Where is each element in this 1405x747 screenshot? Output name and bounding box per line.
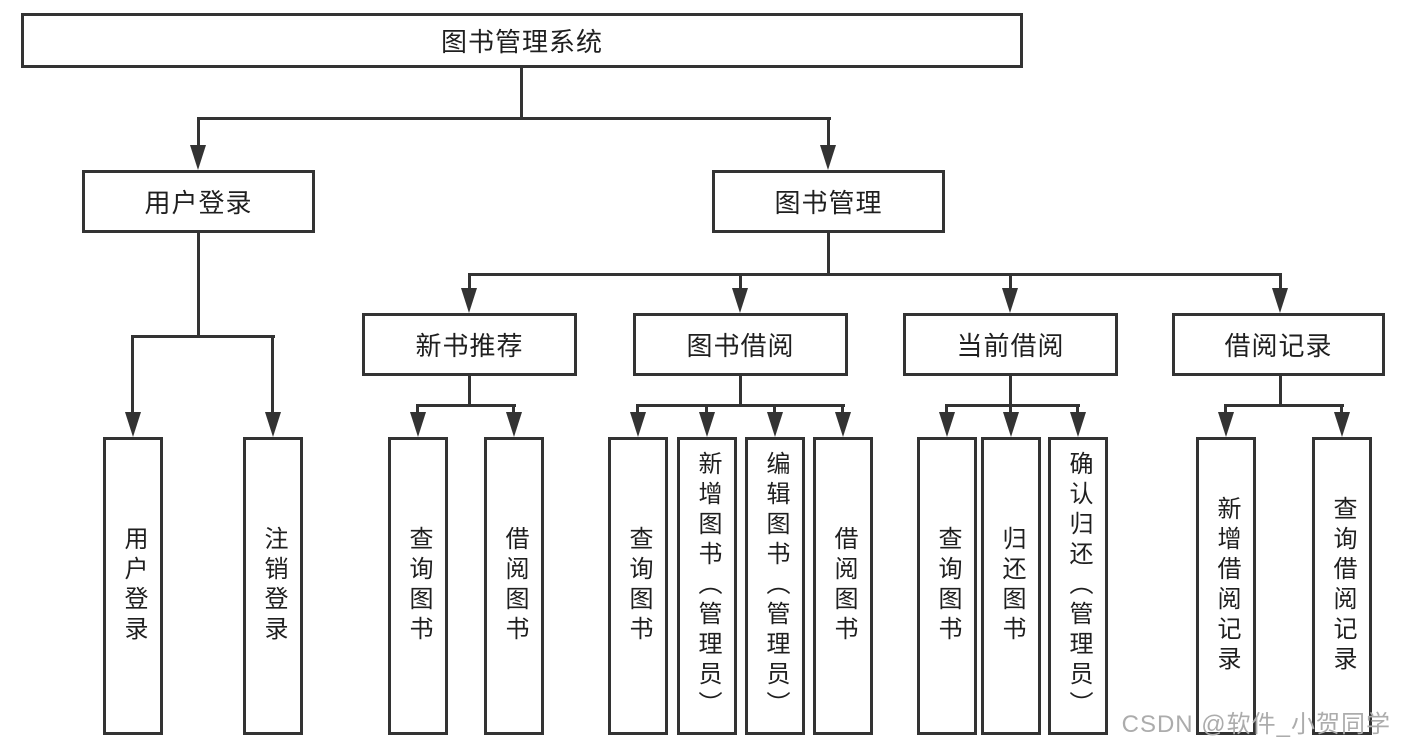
connector-line [739,273,742,291]
leaf-borrow-add-books-admin: 新增图书（管理员） [677,437,737,735]
leaf-borrow-borrow-books-label: 借阅图书 [830,526,857,646]
leaf-current-return-books-label: 归还图书 [998,526,1025,646]
arrow-down-icon [767,412,783,437]
connector-line [271,335,274,414]
connector-line [416,404,419,416]
node-user-login: 用户登录 [82,170,315,233]
arrow-down-icon [1070,412,1086,437]
arrow-down-icon [732,288,748,313]
arrow-down-icon [1002,288,1018,313]
connector-line [197,117,831,120]
connector-line [841,404,844,416]
connector-line [636,404,845,407]
arrow-down-icon [410,412,426,437]
node-new-book-recommend-label: 新书推荐 [415,331,524,361]
csdn-watermark: CSDN @软件_小贺同学 [1121,711,1391,738]
leaf-current-confirm-return-admin-label: 确认归还（管理员） [1065,451,1092,721]
leaf-newbook-query-books: 查询图书 [388,437,448,735]
leaf-records-add-record-label: 新增借阅记录 [1213,496,1240,676]
connector-line [512,404,515,416]
node-new-book-recommend: 新书推荐 [362,313,577,376]
leaf-logout: 注销登录 [243,437,303,735]
leaf-newbook-borrow-books: 借阅图书 [484,437,544,735]
connector-line [1009,404,1012,416]
leaf-current-return-books: 归还图书 [981,437,1041,735]
connector-line [468,273,1282,276]
node-library-system: 图书管理系统 [21,13,1023,68]
leaf-newbook-borrow-books-label: 借阅图书 [501,526,528,646]
connector-line [827,233,830,275]
node-borrow-records-label: 借阅记录 [1224,331,1333,361]
connector-line [416,404,516,407]
leaf-logout-label: 注销登录 [260,526,287,646]
arrow-down-icon [939,412,955,437]
connector-line [739,376,742,407]
leaf-current-query-books-label: 查询图书 [934,526,961,646]
arrow-down-icon [630,412,646,437]
arrow-down-icon [699,412,715,437]
leaf-current-query-books: 查询图书 [917,437,977,735]
arrow-down-icon [506,412,522,437]
leaf-user-login: 用户登录 [103,437,163,735]
connector-line [468,376,471,407]
arrow-down-icon [835,412,851,437]
connector-line [131,335,275,338]
node-book-management-label: 图书管理 [774,188,883,218]
leaf-newbook-query-books-label: 查询图书 [405,526,432,646]
leaf-borrow-borrow-books: 借阅图书 [813,437,873,735]
node-borrow-records: 借阅记录 [1172,313,1385,376]
leaf-borrow-add-books-admin-label: 新增图书（管理员） [694,451,721,721]
arrow-down-icon [265,412,281,437]
node-user-login-label: 用户登录 [144,188,253,218]
leaf-records-add-record: 新增借阅记录 [1196,437,1256,735]
connector-line [468,273,471,291]
connector-line [1009,273,1012,291]
connector-line [1279,273,1282,291]
arrow-down-icon [820,145,836,170]
connector-line [1076,404,1079,416]
node-current-borrow-label: 当前借阅 [956,331,1065,361]
arrow-down-icon [1218,412,1234,437]
arrow-down-icon [1272,288,1288,313]
arrow-down-icon [1003,412,1019,437]
arrow-down-icon [461,288,477,313]
connector-line [773,404,776,416]
connector-line [1224,404,1344,407]
connector-line [197,233,200,337]
node-book-management: 图书管理 [712,170,945,233]
leaf-borrow-query-books-label: 查询图书 [625,526,652,646]
connector-line [197,117,200,147]
arrow-down-icon [125,412,141,437]
connector-line [945,404,1080,407]
connector-line [1009,376,1012,407]
leaf-user-login-label: 用户登录 [120,526,147,646]
node-book-borrow: 图书借阅 [633,313,848,376]
leaf-current-confirm-return-admin: 确认归还（管理员） [1048,437,1108,735]
connector-line [636,404,639,416]
connector-line [827,117,830,147]
connector-line [1340,404,1343,416]
arrow-down-icon [1334,412,1350,437]
connector-line [1224,404,1227,416]
leaf-borrow-edit-books-admin-label: 编辑图书（管理员） [762,451,789,721]
leaf-borrow-query-books: 查询图书 [608,437,668,735]
leaf-borrow-edit-books-admin: 编辑图书（管理员） [745,437,805,735]
leaf-records-query-record-label: 查询借阅记录 [1329,496,1356,676]
connector-line [945,404,948,416]
connector-line [705,404,708,416]
node-current-borrow: 当前借阅 [903,313,1118,376]
node-library-system-label: 图书管理系统 [440,27,603,57]
connector-line [1279,376,1282,407]
connector-line [520,68,523,120]
arrow-down-icon [190,145,206,170]
connector-line [131,335,134,414]
node-book-borrow-label: 图书借阅 [686,331,795,361]
leaf-records-query-record: 查询借阅记录 [1312,437,1372,735]
